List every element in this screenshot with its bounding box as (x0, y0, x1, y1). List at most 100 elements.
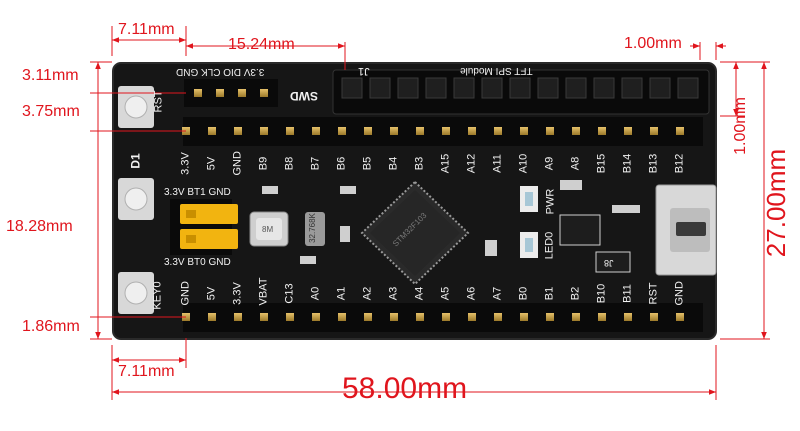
u-label: J8 (604, 258, 614, 268)
pin-label: B5 (361, 156, 374, 171)
swd-pins (194, 89, 268, 97)
pin-label: 5V (205, 286, 218, 301)
top-pin (312, 127, 320, 135)
pin-label: C13 (283, 283, 296, 304)
top-pin (546, 127, 554, 135)
swd-header-labels: 3.3V DIO CLK GND (176, 66, 265, 77)
mcu-chip (360, 180, 470, 286)
top-pin (208, 127, 216, 135)
j1-socket (341, 77, 363, 99)
top-pin (416, 127, 424, 135)
pin-label: B12 (673, 153, 686, 174)
tft-label: TFT SPI Module (460, 65, 533, 76)
pin-label: B4 (387, 156, 400, 171)
dim-right-row-offset: 1.00mm (731, 97, 749, 155)
bottom-pin (650, 313, 658, 321)
dim-bottom-left-offset: 7.11mm (118, 363, 175, 380)
pin-label: B8 (283, 156, 296, 171)
pin-label: B14 (621, 153, 634, 174)
bottom-pin (676, 313, 684, 321)
crystal-label: 8M (262, 225, 274, 234)
dim-bottom-row-offset: 1.86mm (22, 318, 80, 335)
pin-label: GND (673, 281, 686, 306)
pin-label: A7 (491, 286, 504, 301)
j1-socket (425, 77, 447, 99)
pin-label: A1 (335, 286, 348, 301)
pin-label: A5 (439, 286, 452, 301)
j1-socket (369, 77, 391, 99)
led-label: LED0 (543, 231, 556, 260)
d1-label: D1 (128, 153, 143, 169)
rst-label: RST (152, 90, 165, 113)
dim-top-row-offset: 3.75mm (22, 103, 80, 120)
pin-label: B10 (595, 283, 608, 304)
top-pin (598, 127, 606, 135)
dim-row-spacing: 18.28mm (6, 218, 73, 235)
pin-label: A11 (491, 154, 504, 173)
top-pin (624, 127, 632, 135)
top-pin (390, 127, 398, 135)
dim-right-spacing: 1.00mm (624, 35, 682, 52)
pin-label: B2 (569, 286, 582, 301)
smd-components (262, 180, 640, 273)
pin-label: B6 (335, 156, 348, 171)
pin-label: B3 (413, 156, 426, 171)
pin-label: A15 (439, 153, 452, 174)
bottom-pin (598, 313, 606, 321)
bottom-pin (260, 313, 268, 321)
bottom-pin (312, 313, 320, 321)
pin-label: RST (647, 282, 660, 305)
top-pin (286, 127, 294, 135)
j1-socket (453, 77, 475, 99)
dim-board-length: 58.00mm (342, 372, 468, 405)
pin-label: A0 (309, 286, 322, 301)
top-pin (676, 127, 684, 135)
bottom-pin (520, 313, 528, 321)
bottom-pins (182, 313, 684, 321)
pin-label: A6 (465, 286, 478, 301)
bottom-pin (390, 313, 398, 321)
top-pin (494, 127, 502, 135)
swd-pin (216, 89, 224, 97)
pin-label: A12 (465, 153, 478, 174)
bottom-pin (546, 313, 554, 321)
pin-label: 5V (205, 156, 218, 171)
swd-pin (238, 89, 246, 97)
top-pin (442, 127, 450, 135)
top-pin (572, 127, 580, 135)
top-pin (364, 127, 372, 135)
bottom-pin (494, 313, 502, 321)
pin-label: B0 (517, 286, 530, 301)
boot-jumpers (170, 199, 238, 255)
pin-label: A10 (517, 153, 530, 174)
j1-socket (621, 77, 643, 99)
j1-socket (481, 77, 503, 99)
pin-label: B7 (309, 156, 322, 171)
j1-socket (593, 77, 615, 99)
j1-sockets (341, 77, 699, 99)
key0-label: KEY0 (151, 281, 164, 310)
bottom-pin (208, 313, 216, 321)
j1-socket (677, 77, 699, 99)
boot-button (118, 178, 154, 220)
bottom-pin (286, 313, 294, 321)
bottom-pin (416, 313, 424, 321)
j1-label: J1 (358, 65, 370, 77)
user-led (520, 232, 538, 258)
pin-label: B9 (257, 156, 270, 171)
micro-usb-port (655, 184, 717, 276)
pin-label: B15 (595, 153, 608, 174)
pin-label: A8 (569, 156, 582, 171)
pin-label: A3 (387, 286, 400, 301)
bottom-pin (572, 313, 580, 321)
pin-label: GND (231, 151, 244, 176)
bottom-pin (338, 313, 346, 321)
bottom-pin (234, 313, 242, 321)
rtc-crystal (305, 212, 325, 246)
dim-board-width: 27.00mm (761, 148, 792, 258)
pin-label: B13 (647, 153, 660, 174)
pin-label: A2 (361, 286, 374, 301)
pin-label: B1 (543, 286, 556, 301)
j1-socket (565, 77, 587, 99)
